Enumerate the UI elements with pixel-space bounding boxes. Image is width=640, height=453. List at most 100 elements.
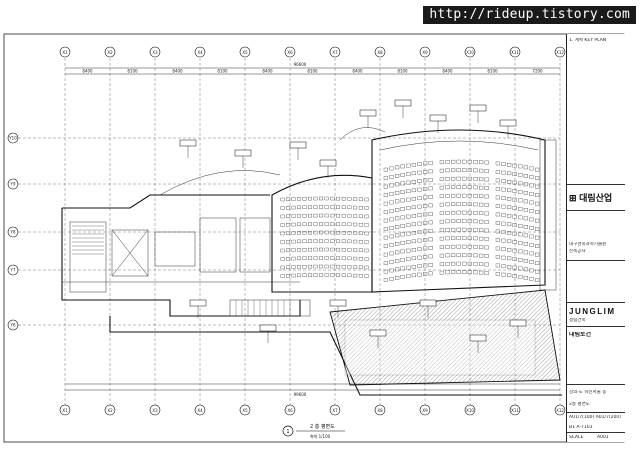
seat bbox=[467, 236, 472, 240]
seat bbox=[467, 185, 472, 189]
seat bbox=[347, 222, 352, 227]
seat bbox=[456, 227, 461, 232]
seat bbox=[297, 205, 302, 210]
seat bbox=[507, 222, 512, 227]
seat bbox=[286, 223, 291, 227]
seat bbox=[395, 174, 400, 178]
reference-1: A01/7(100) A01/7(200) bbox=[569, 415, 621, 420]
seat bbox=[417, 230, 422, 234]
seat bbox=[445, 160, 450, 164]
seat bbox=[439, 270, 444, 275]
seat bbox=[462, 236, 467, 240]
seat bbox=[341, 214, 346, 218]
seat bbox=[308, 247, 313, 252]
seat bbox=[411, 162, 416, 167]
seat bbox=[313, 256, 318, 260]
callout-tag bbox=[394, 99, 412, 118]
seat bbox=[423, 204, 428, 208]
seat bbox=[473, 202, 478, 207]
seat bbox=[523, 276, 528, 280]
seat bbox=[341, 239, 346, 243]
seat bbox=[507, 213, 512, 218]
seat bbox=[445, 236, 450, 241]
seat bbox=[395, 233, 400, 238]
callout-tag bbox=[469, 334, 487, 353]
seat bbox=[529, 175, 534, 179]
svg-text:X8: X8 bbox=[377, 408, 383, 413]
seat bbox=[364, 206, 369, 210]
seat bbox=[529, 260, 534, 264]
overall-dim-top: 96600 bbox=[294, 62, 307, 67]
seat bbox=[389, 209, 394, 213]
seat bbox=[473, 253, 478, 258]
seat bbox=[439, 160, 444, 164]
seat bbox=[467, 244, 472, 249]
callout-tag bbox=[499, 119, 517, 138]
dim-segment: 8100 bbox=[307, 69, 318, 74]
seat bbox=[297, 256, 302, 261]
grid-bubble-bottom-x6: X6 bbox=[284, 404, 296, 416]
seat bbox=[473, 262, 478, 266]
seat bbox=[456, 168, 461, 172]
seat bbox=[428, 237, 433, 242]
seat bbox=[445, 177, 450, 181]
seat bbox=[501, 221, 506, 226]
callout-tag bbox=[419, 299, 437, 318]
seat bbox=[400, 266, 405, 271]
seat bbox=[495, 238, 500, 242]
toilet-block bbox=[154, 231, 196, 267]
seat bbox=[467, 270, 472, 274]
svg-text:X9: X9 bbox=[422, 408, 428, 413]
seat bbox=[535, 244, 540, 248]
seat bbox=[336, 256, 341, 260]
seat bbox=[364, 265, 369, 270]
seat bbox=[462, 185, 467, 189]
blog-watermark: http://rideup.tistory.com bbox=[423, 6, 636, 24]
seat bbox=[495, 212, 500, 217]
seat bbox=[395, 165, 400, 170]
svg-text:X2: X2 bbox=[107, 408, 113, 413]
seat bbox=[389, 175, 394, 179]
seat bbox=[400, 173, 405, 177]
seat bbox=[523, 233, 528, 238]
seat bbox=[479, 185, 484, 190]
seat bbox=[467, 253, 472, 257]
seat bbox=[324, 247, 329, 252]
seat bbox=[507, 171, 512, 176]
seat bbox=[336, 239, 341, 243]
seat bbox=[518, 173, 523, 177]
seat bbox=[319, 222, 324, 226]
seat bbox=[479, 177, 484, 181]
seat bbox=[451, 159, 456, 164]
seat bbox=[456, 202, 461, 206]
seat bbox=[484, 160, 489, 165]
seat bbox=[341, 222, 346, 226]
seat bbox=[512, 231, 517, 236]
seat bbox=[313, 205, 318, 209]
seat bbox=[473, 236, 478, 241]
seat bbox=[451, 270, 456, 274]
seat bbox=[406, 223, 411, 227]
seat bbox=[291, 222, 296, 227]
svg-text:X11: X11 bbox=[511, 408, 519, 413]
seat bbox=[535, 167, 540, 172]
seat bbox=[341, 256, 346, 260]
seat bbox=[336, 273, 341, 277]
seat bbox=[353, 222, 358, 227]
seat bbox=[324, 264, 329, 269]
seat bbox=[319, 264, 324, 269]
drawing-number-bubble bbox=[282, 425, 294, 437]
seat bbox=[395, 191, 400, 195]
seat bbox=[423, 255, 428, 259]
seat bbox=[336, 205, 341, 209]
seat bbox=[523, 216, 528, 221]
seat bbox=[291, 197, 296, 201]
seat bbox=[336, 230, 341, 235]
seat bbox=[512, 257, 517, 261]
seat bbox=[507, 196, 512, 201]
overall-dim-bottom: 99600 bbox=[294, 392, 307, 397]
seat bbox=[330, 213, 335, 218]
service-room bbox=[199, 217, 237, 273]
seat bbox=[364, 214, 369, 219]
